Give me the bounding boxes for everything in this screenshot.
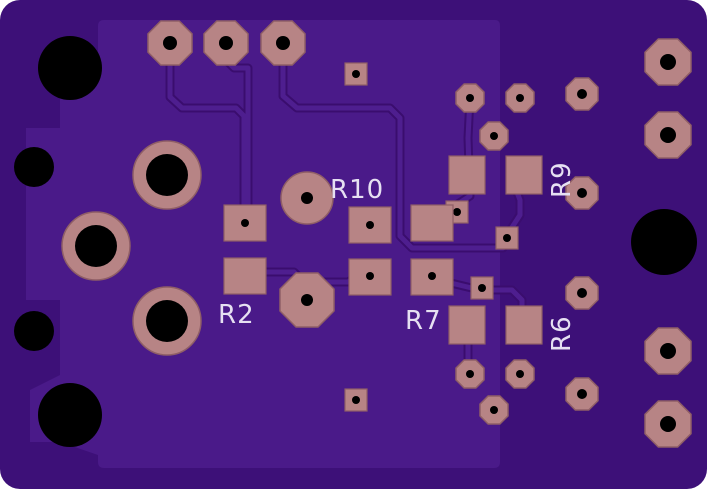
smd-pad bbox=[223, 257, 267, 295]
smd-pad bbox=[410, 204, 454, 242]
mounting-hole bbox=[38, 36, 102, 100]
mounting-hole bbox=[14, 311, 54, 351]
label-r2: R2 bbox=[218, 300, 255, 330]
smd-pad bbox=[448, 155, 486, 195]
copper-pour bbox=[26, 20, 500, 468]
silkscreen: R10 R2 R7 R9 R6 bbox=[218, 161, 577, 352]
smd-pad bbox=[505, 155, 543, 195]
mounting-hole bbox=[14, 147, 54, 187]
label-r7: R7 bbox=[405, 306, 442, 336]
right-pads bbox=[565, 38, 692, 448]
label-r10: R10 bbox=[330, 175, 384, 205]
label-r9: R9 bbox=[547, 161, 577, 198]
label-r6: R6 bbox=[547, 315, 577, 352]
mounting-hole bbox=[38, 383, 102, 447]
smd-pad bbox=[448, 305, 486, 345]
pot-pads bbox=[279, 171, 335, 328]
connector-drills bbox=[75, 154, 188, 342]
smd-pad bbox=[505, 305, 543, 345]
mounting-holes bbox=[14, 36, 697, 447]
mounting-hole bbox=[631, 209, 697, 275]
header-pads bbox=[147, 20, 306, 66]
smd-pads bbox=[223, 155, 543, 345]
